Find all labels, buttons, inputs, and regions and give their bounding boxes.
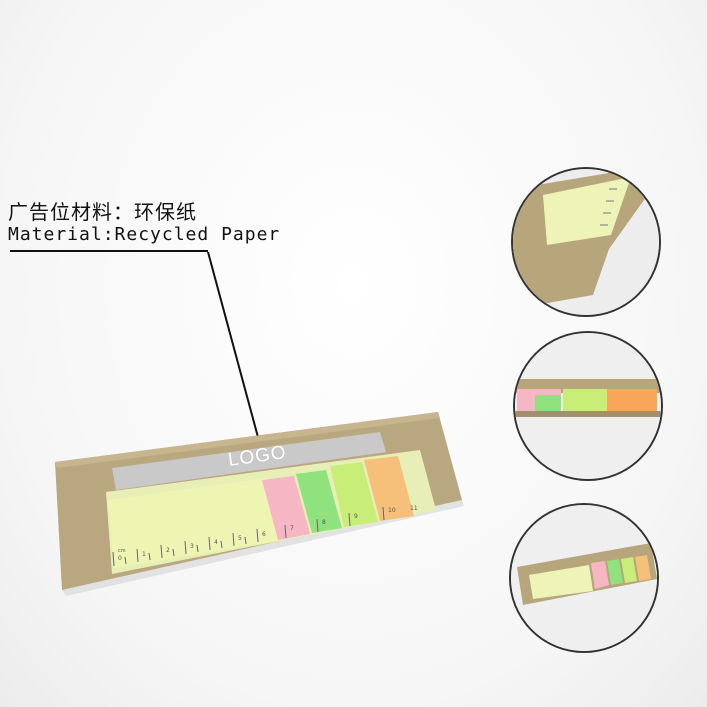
orange-flag [364, 456, 414, 521]
ruler-number: 3 [190, 543, 194, 550]
ruler-corner-illustration [513, 169, 659, 315]
caption-underline [10, 250, 208, 252]
ruler-ticks [112, 506, 385, 567]
ruler-number: 5 [238, 535, 242, 542]
ruler-number: 2 [166, 547, 170, 554]
ruler-number: 10 [388, 507, 396, 514]
ruler-number: 0 [118, 555, 122, 562]
green-flag [296, 470, 342, 533]
lime-flag [330, 462, 378, 527]
material-caption-chinese: 广告位材料：环保纸 [8, 200, 197, 224]
ruler-number: 6 [262, 531, 266, 538]
ruler-unit: cm [118, 548, 126, 554]
zoom-view-sticky-tabs [513, 331, 663, 481]
ruler-number: 1 [142, 551, 146, 558]
full-product-illustration [511, 505, 657, 651]
ruler-number: 4 [214, 539, 218, 546]
logo-panel [112, 432, 386, 490]
sticky-tabs-illustration [515, 333, 661, 479]
ruler-number: 7 [290, 525, 294, 532]
yellow-note [108, 478, 282, 568]
pink-flag [262, 476, 310, 540]
ruler-number: 9 [354, 513, 358, 520]
ruler-number: 11 [410, 505, 418, 512]
material-caption-english: Material:Recycled Paper [8, 224, 281, 245]
ruler-number: 8 [322, 519, 326, 526]
zoom-view-ruler-corner [511, 167, 661, 317]
zoom-view-full-product [509, 503, 659, 653]
